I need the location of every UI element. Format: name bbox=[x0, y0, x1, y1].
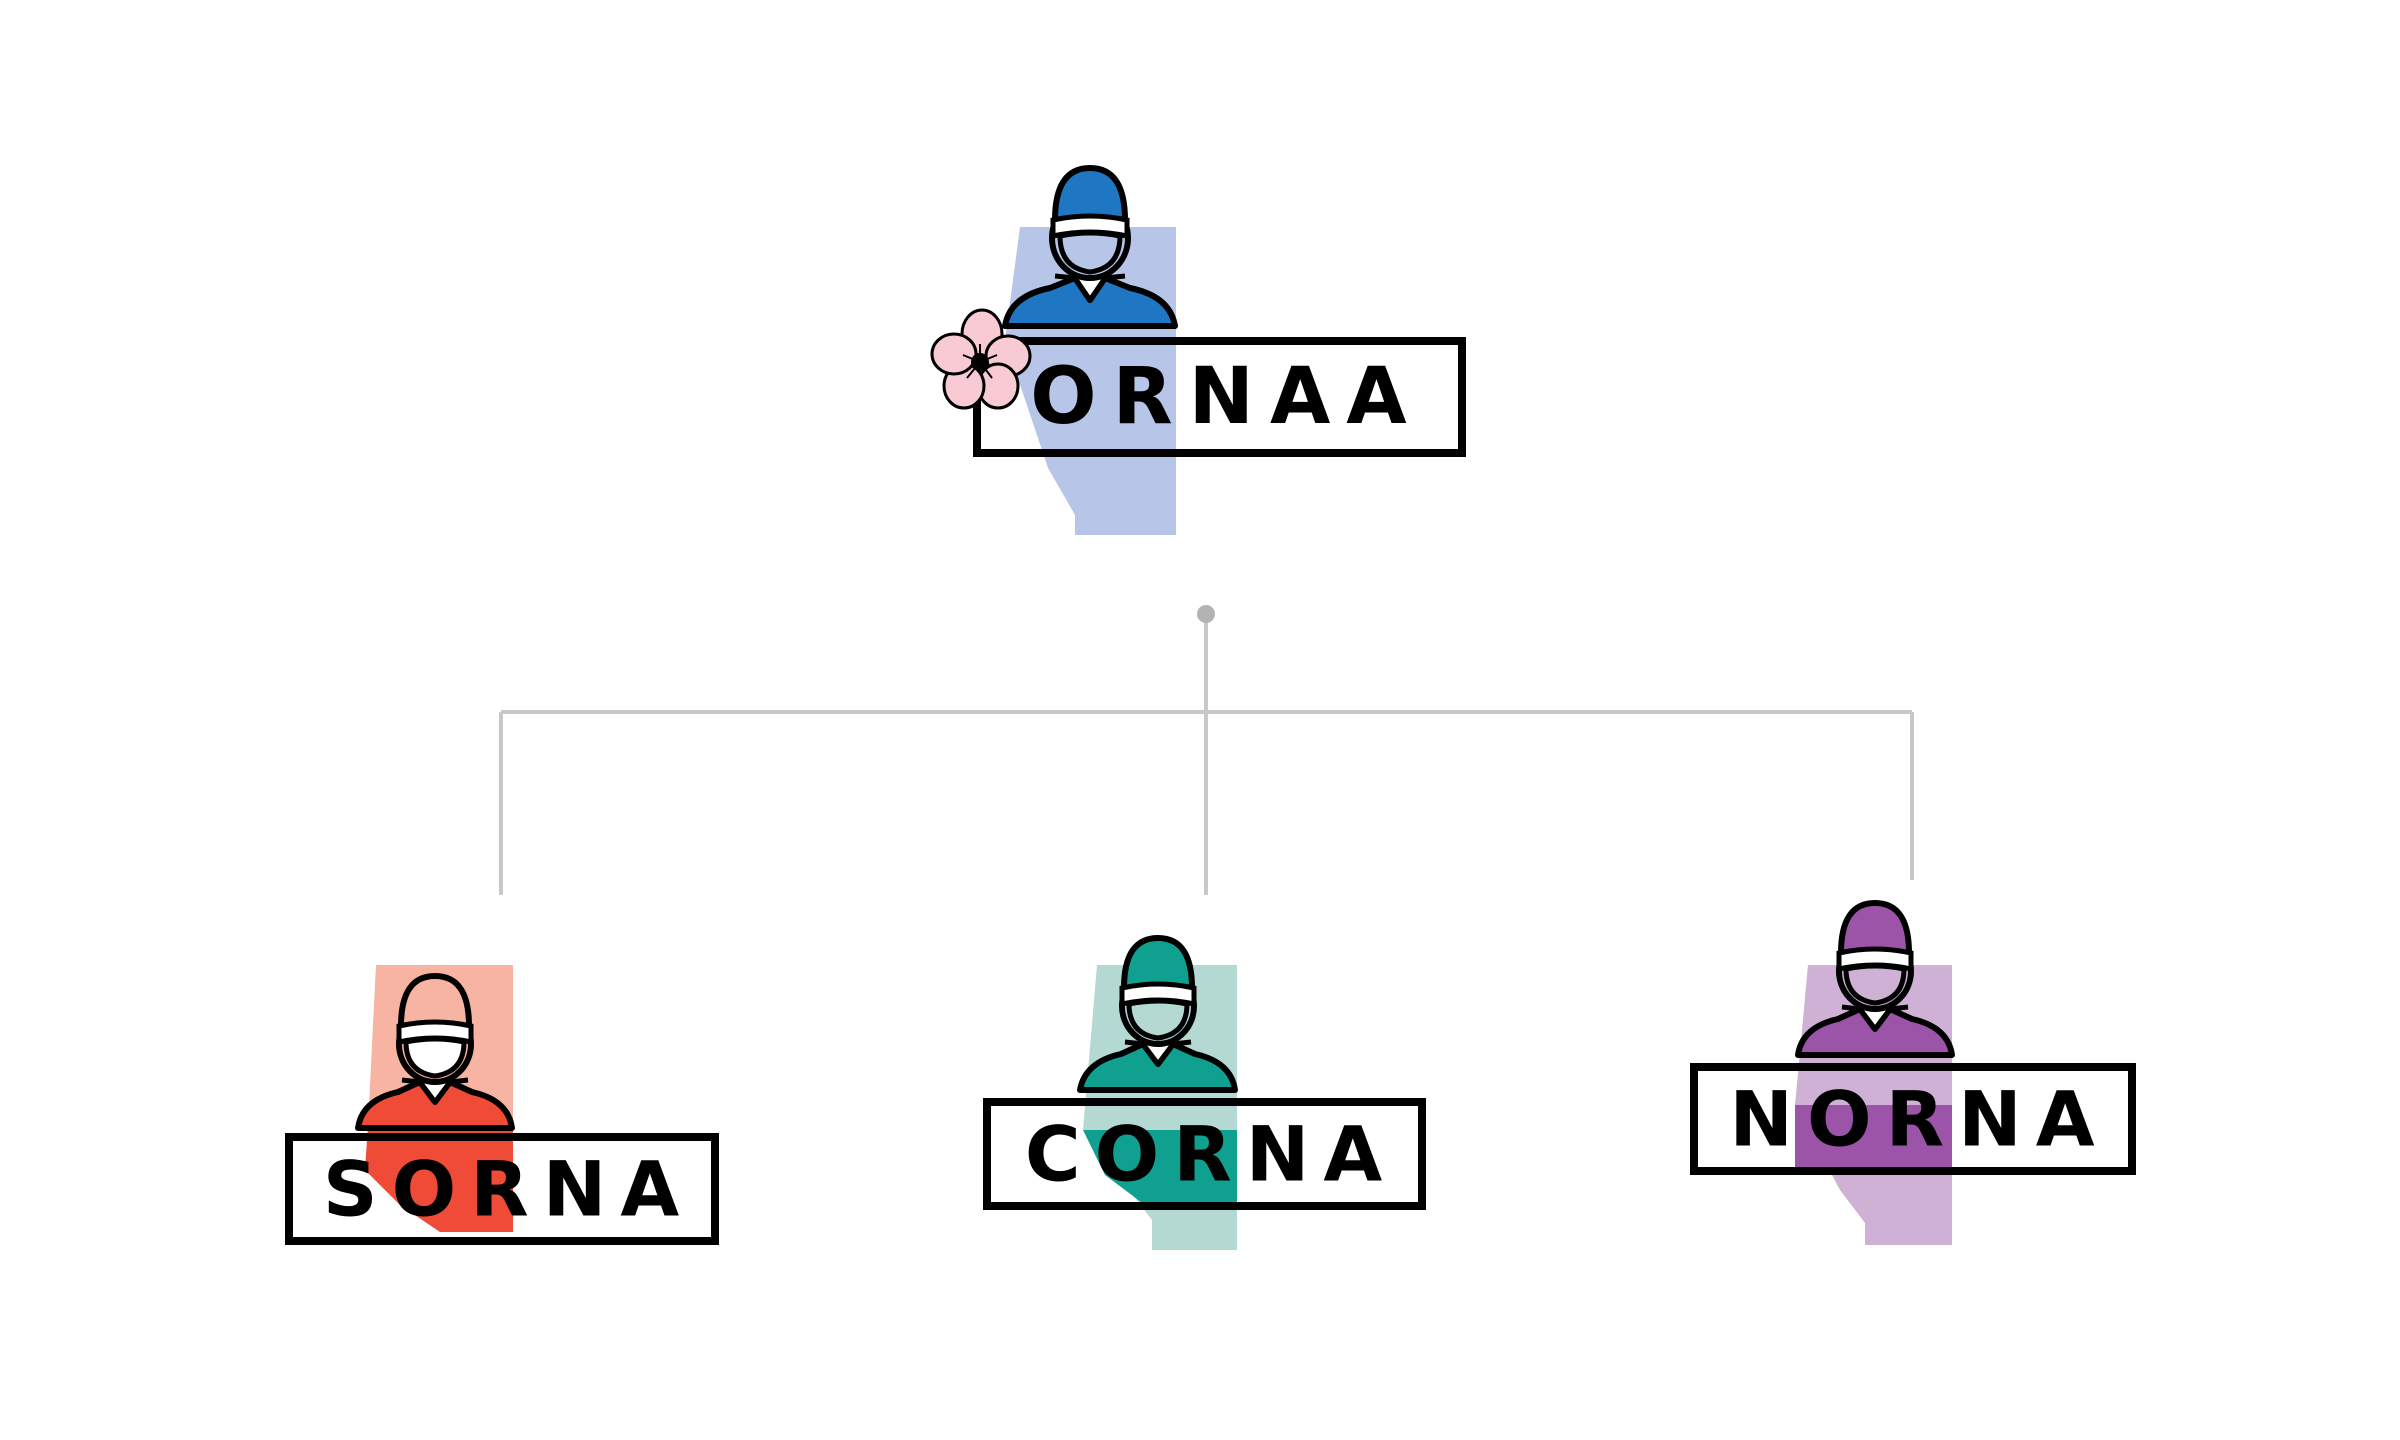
ornaa-backdrop bbox=[1002, 165, 1178, 535]
sorna-wordmark-frame: SORNA bbox=[285, 1133, 719, 1245]
corna-wordmark: CORNA bbox=[1024, 1109, 1397, 1199]
corna-surgeon-icon bbox=[1077, 935, 1238, 1093]
logo-corna: CORNA bbox=[983, 935, 1435, 1270]
norna-wordmark: NORNA bbox=[1729, 1074, 2109, 1164]
norna-backdrop bbox=[1795, 900, 1955, 1245]
ornaa-wordmark-frame: ORNAA bbox=[973, 337, 1466, 457]
ornaa-wordmark: ORNAA bbox=[1030, 352, 1423, 442]
corna-wordmark-frame: CORNA bbox=[983, 1098, 1426, 1210]
sorna-shirt-block bbox=[365, 1125, 513, 1232]
logo-ornaa: ORNAA bbox=[930, 160, 1470, 540]
logo-sorna: SORNA bbox=[280, 960, 730, 1260]
norna-shirt-block bbox=[1795, 1105, 1952, 1167]
norna-surgeon-icon bbox=[1795, 900, 1955, 1058]
sorna-surgeon-icon bbox=[355, 973, 515, 1131]
root-connector-dot bbox=[1197, 605, 1215, 623]
corna-backdrop bbox=[1077, 935, 1238, 1250]
sorna-wordmark: SORNA bbox=[322, 1144, 694, 1234]
ornaa-surgeon-icon bbox=[1002, 165, 1178, 329]
logo-norna: NORNA bbox=[1690, 900, 2140, 1255]
norna-wordmark-frame: NORNA bbox=[1690, 1063, 2136, 1175]
flower-icon bbox=[930, 308, 1032, 410]
corna-shirt-block bbox=[1083, 1130, 1237, 1205]
sorna-backdrop bbox=[355, 965, 515, 1232]
